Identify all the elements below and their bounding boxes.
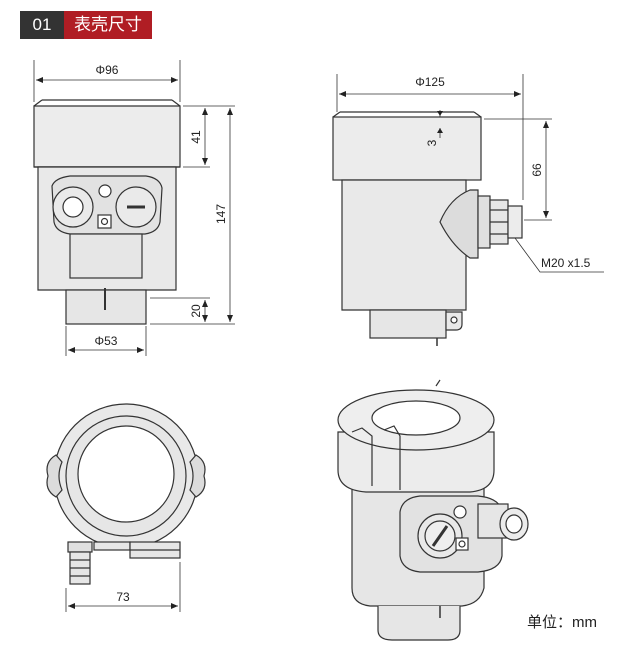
side-width-dim: Φ125 [415, 75, 445, 89]
top-view [46, 403, 206, 585]
isometric-view [337, 379, 529, 641]
front-base-width-dim: Φ53 [95, 334, 118, 348]
front-cap-height-dim: 41 [189, 130, 203, 144]
side-dimensions [336, 74, 604, 273]
section-badge: 01 表壳尺寸 [20, 11, 152, 39]
front-dimensions [33, 60, 235, 356]
side-gland-height-dim: 66 [530, 163, 544, 177]
front-base-height-dim: 20 [189, 304, 203, 318]
units-label: 单位：mm [527, 614, 597, 631]
side-gap-dim: 3 [425, 139, 439, 146]
side-view [332, 111, 523, 346]
top-dimensions [65, 562, 181, 612]
section-title: 表壳尺寸 [64, 11, 152, 39]
section-number: 01 [20, 11, 64, 39]
front-width-dim: Φ96 [96, 63, 119, 77]
top-width-dim: 73 [116, 590, 130, 604]
front-total-height-dim: 147 [214, 204, 228, 224]
front-view [33, 99, 181, 325]
thread-label: M20 x1.5 [541, 256, 591, 270]
